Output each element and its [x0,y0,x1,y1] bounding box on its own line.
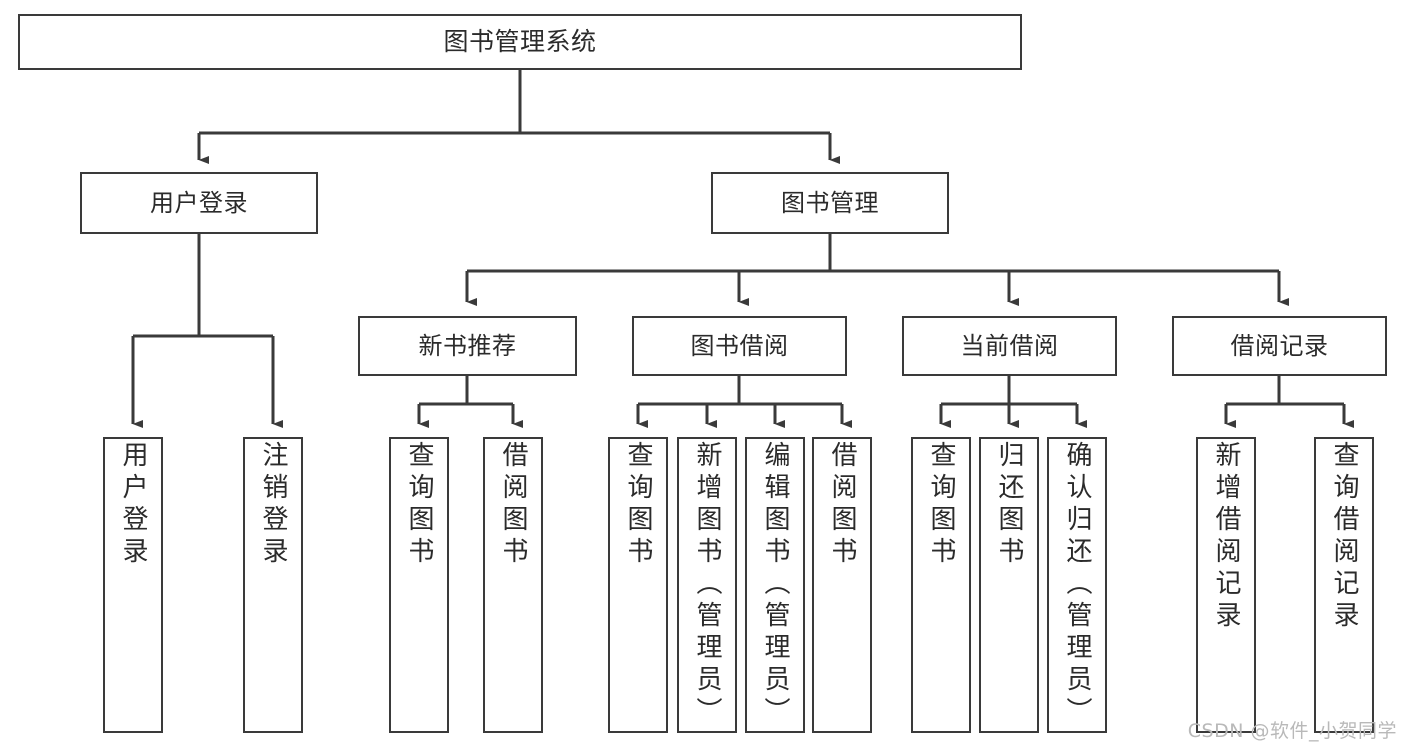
node-leaf-edit-book-admin[interactable]: 编辑图书（管理员） [745,437,805,733]
node-label: 归还图书 [994,441,1024,569]
node-label: 借阅图书 [827,441,857,569]
node-borrow-record[interactable]: 借阅记录 [1172,316,1387,376]
node-label: 编辑图书（管理员） [760,441,790,729]
node-leaf-return-book[interactable]: 归还图书 [979,437,1039,733]
node-label: 查询图书 [623,441,653,569]
node-label: 图书借阅 [690,331,789,360]
node-label: 图书管理 [781,188,879,217]
node-leaf-query-book-new[interactable]: 查询图书 [389,437,449,733]
node-label: 图书管理系统 [443,27,597,56]
node-label: 新增图书（管理员） [692,441,722,729]
node-label: 借阅记录 [1230,331,1329,360]
node-leaf-borrow-book[interactable]: 借阅图书 [812,437,872,733]
node-label: 确认归还（管理员） [1062,441,1092,729]
node-label: 新增借阅记录 [1211,441,1241,633]
node-leaf-query-book-current[interactable]: 查询图书 [911,437,971,733]
node-book-management[interactable]: 图书管理 [711,172,949,234]
node-root-system[interactable]: 图书管理系统 [18,14,1022,70]
node-label: 注销登录 [258,441,288,569]
node-new-book-recommend[interactable]: 新书推荐 [358,316,577,376]
node-label: 用户登录 [150,188,248,217]
node-current-borrow[interactable]: 当前借阅 [902,316,1117,376]
csdn-watermark: CSDN @软件_小贺同学 [1187,720,1397,742]
node-label: 查询图书 [926,441,956,569]
node-label: 查询图书 [404,441,434,569]
node-label: 查询借阅记录 [1329,441,1359,633]
node-leaf-user-login[interactable]: 用户登录 [103,437,163,733]
node-user-login[interactable]: 用户登录 [80,172,318,234]
node-label: 借阅图书 [498,441,528,569]
node-label: 当前借阅 [960,331,1059,360]
node-leaf-confirm-return-admin[interactable]: 确认归还（管理员） [1047,437,1107,733]
node-label: 用户登录 [118,441,148,569]
node-leaf-add-borrow-record[interactable]: 新增借阅记录 [1196,437,1256,733]
node-label: 新书推荐 [418,331,517,360]
node-leaf-logout[interactable]: 注销登录 [243,437,303,733]
node-leaf-query-borrow-record[interactable]: 查询借阅记录 [1314,437,1374,733]
node-leaf-add-book-admin[interactable]: 新增图书（管理员） [677,437,737,733]
node-leaf-borrow-book-new[interactable]: 借阅图书 [483,437,543,733]
node-leaf-query-book-borrow[interactable]: 查询图书 [608,437,668,733]
node-book-borrow[interactable]: 图书借阅 [632,316,847,376]
